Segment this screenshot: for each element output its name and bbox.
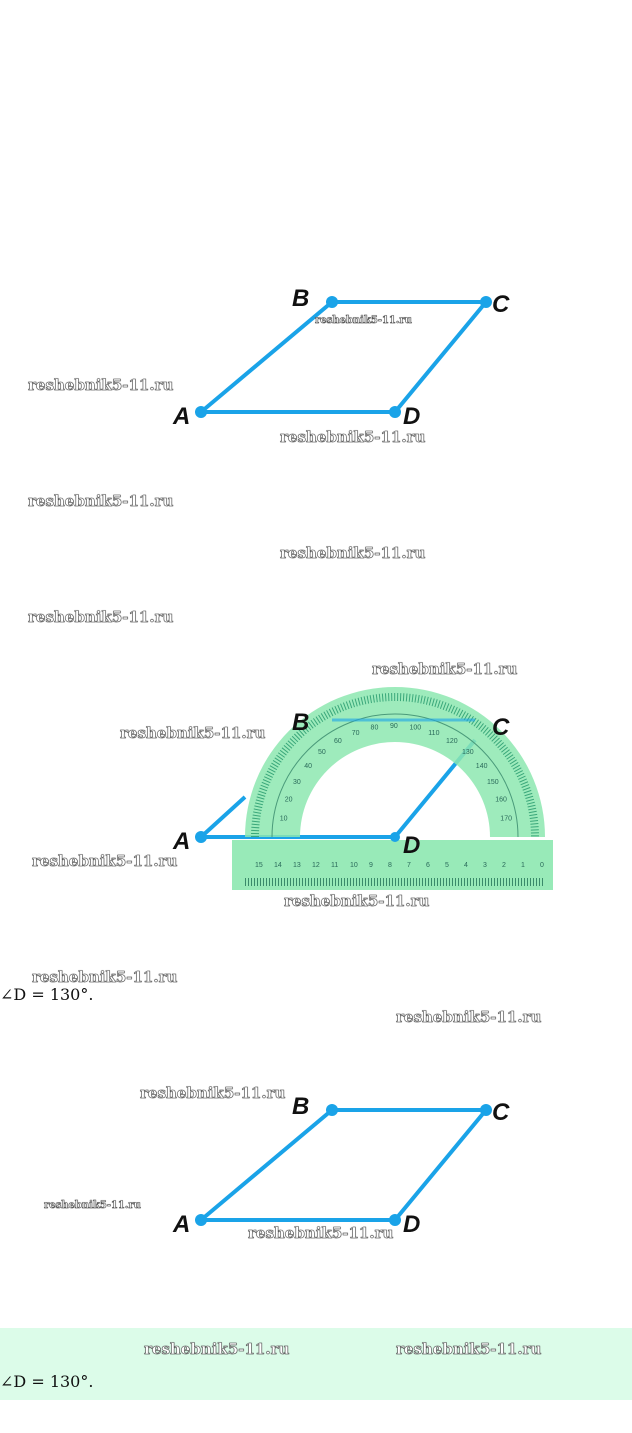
protractor-degree: 130 xyxy=(462,749,474,756)
ruler-number: 7 xyxy=(407,862,411,869)
answer-text-highlighted: ∠D = 130°. xyxy=(0,1372,94,1391)
watermark: reshebnik5-11.ru xyxy=(396,1340,542,1359)
protractor-degree: 50 xyxy=(318,749,326,756)
label-d: D xyxy=(403,1211,420,1238)
ruler-number: 14 xyxy=(274,862,282,869)
protractor-degree: 70 xyxy=(352,730,360,737)
ruler-number: 1 xyxy=(521,862,525,869)
ruler-number: 3 xyxy=(483,862,487,869)
protractor-degree: 60 xyxy=(334,738,342,745)
ruler-number: 8 xyxy=(388,862,392,869)
ruler-number: 11 xyxy=(331,862,338,869)
ruler-number: 10 xyxy=(350,862,358,869)
ruler-number: 15 xyxy=(255,862,263,869)
watermark: reshebnik5-11.ru xyxy=(248,1224,394,1243)
watermark: reshebnik5-11.ru xyxy=(28,608,174,627)
watermark: reshebnik5-11.ru xyxy=(28,376,174,395)
protractor-degree: 170 xyxy=(500,816,512,823)
label-c: C xyxy=(492,714,510,741)
protractor-degree: 110 xyxy=(428,730,439,737)
ruler-number: 2 xyxy=(502,862,506,869)
protractor-degree: 80 xyxy=(371,725,379,732)
protractor-degree: 150 xyxy=(487,779,499,786)
ruler-number: 4 xyxy=(464,862,468,869)
label-c: C xyxy=(492,1099,510,1126)
watermark: reshebnik5-11.ru xyxy=(140,1084,286,1103)
watermark: reshebnik5-11.ru xyxy=(32,968,178,987)
watermark: reshebnik5-11.ru xyxy=(280,428,426,447)
label-a: A xyxy=(172,828,190,855)
label-c: C xyxy=(492,291,510,318)
watermark: reshebnik5-11.ru xyxy=(284,892,430,911)
label-b: B xyxy=(292,285,309,312)
ruler-number: 5 xyxy=(445,862,449,869)
watermark: reshebnik5-11.ru xyxy=(28,492,174,511)
answer-highlight xyxy=(0,1328,632,1400)
ruler-number: 0 xyxy=(540,862,544,869)
watermark: reshebnik5-11.ru xyxy=(120,724,266,743)
ruler-number: 12 xyxy=(312,862,320,869)
protractor-degree: 40 xyxy=(304,763,312,770)
watermark: reshebnik5-11.ru xyxy=(372,660,518,679)
protractor-degree: 100 xyxy=(409,725,421,732)
protractor-degree: 10 xyxy=(280,816,288,823)
protractor xyxy=(245,687,545,837)
label-b: B xyxy=(292,709,309,736)
ruler-number: 13 xyxy=(293,862,301,869)
answer-text: ∠D = 130°. xyxy=(0,985,94,1004)
watermark: reshebnik5-11.ru xyxy=(280,544,426,563)
protractor-degree: 120 xyxy=(446,738,458,745)
ruler-number: 9 xyxy=(369,862,373,869)
watermark: reshebnik5-11.ru xyxy=(32,852,178,871)
protractor-degree: 30 xyxy=(293,779,301,786)
watermark: reshebnik5-11.ru xyxy=(144,1340,290,1359)
parallelogram-figure-3: A B C D xyxy=(172,1093,510,1238)
label-d: D xyxy=(403,403,420,430)
watermark: reshebnik5-11.ru xyxy=(396,1008,542,1027)
protractor-degree: 140 xyxy=(476,763,488,770)
protractor-degree: 160 xyxy=(495,797,507,804)
label-a: A xyxy=(172,403,190,430)
label-b: B xyxy=(292,1093,309,1120)
label-a: A xyxy=(172,1211,190,1238)
watermark: reshebnik5-11.ru xyxy=(315,315,413,327)
protractor-degree: 20 xyxy=(285,797,293,804)
label-d: D xyxy=(403,832,420,859)
ruler-number: 6 xyxy=(426,862,430,869)
watermark: reshebnik5-11.ru xyxy=(44,1200,142,1212)
parallelogram-figure-1: A B C D xyxy=(172,285,510,430)
protractor-degree: 90 xyxy=(390,723,398,730)
